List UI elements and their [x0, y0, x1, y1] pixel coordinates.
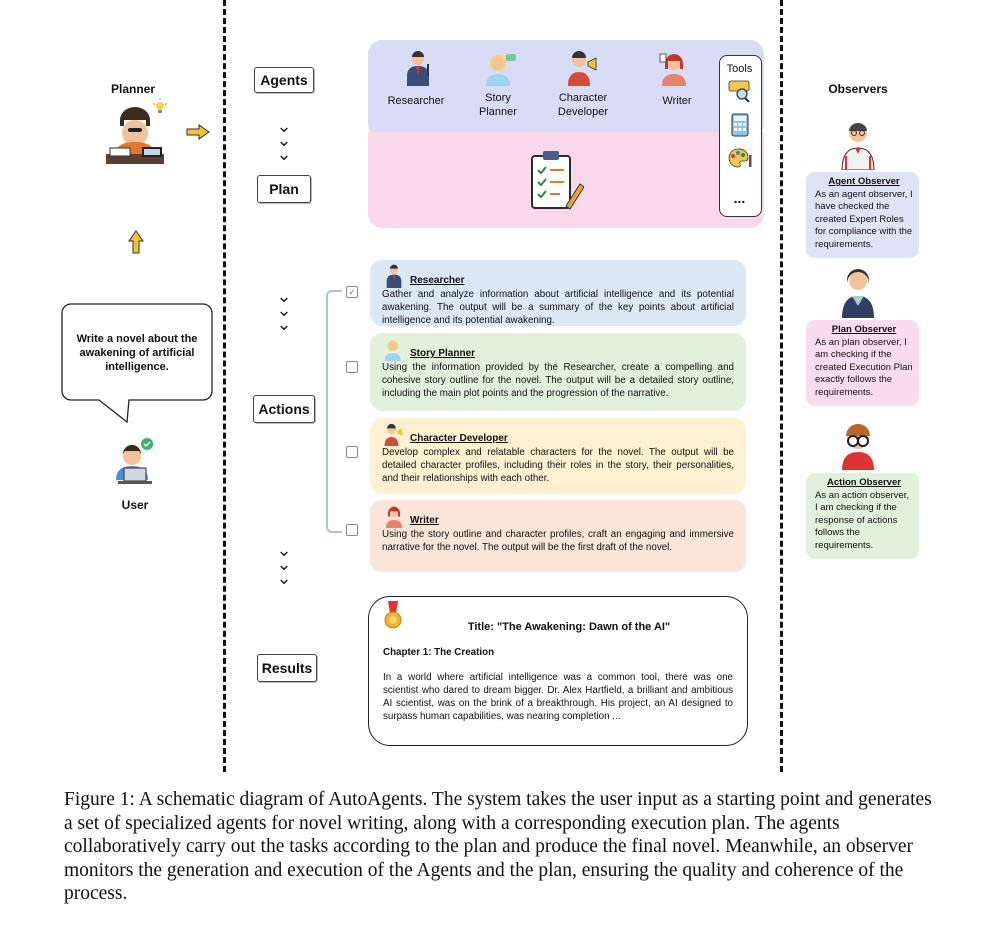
action-name: Character Developer: [410, 433, 508, 444]
result-chapter: Chapter 1: The Creation: [383, 647, 495, 658]
observer-text: As an action observer, I am checking if …: [815, 489, 909, 551]
researcher-icon: [400, 50, 436, 91]
plan-observer-icon: [838, 268, 878, 323]
action-observer-icon: [836, 420, 880, 475]
writer-icon: [386, 506, 402, 528]
action-checkbox[interactable]: [346, 446, 358, 458]
planner-icon: [100, 98, 170, 168]
result-title: Title: "The Awakening: Dawn of the AI": [467, 621, 671, 633]
action-checkbox[interactable]: ✓: [346, 286, 358, 298]
arrow-up-icon: [128, 230, 144, 259]
more-tools-icon: ...: [733, 190, 746, 206]
action-checkbox[interactable]: [346, 361, 358, 373]
story-planner-icon: [384, 340, 401, 361]
stage-actions: Actions: [253, 395, 315, 423]
action-name: Writer: [410, 515, 439, 526]
agent-researcher: Researcher: [387, 95, 445, 107]
action-text: Using the story outline and character pr…: [382, 529, 734, 553]
planner-label: Planner: [110, 82, 155, 96]
right-divider: [780, 0, 783, 772]
user-label: User: [121, 498, 149, 512]
action-bracket: [326, 290, 342, 533]
user-request-text: Write a novel about the awakening of art…: [76, 333, 198, 373]
left-divider: [223, 0, 226, 772]
action-name: Researcher: [410, 275, 465, 286]
researcher-icon: [386, 264, 402, 288]
action-text: Using the information provided by the Re…: [382, 362, 734, 399]
stage-plan: Plan: [257, 175, 311, 203]
medal-icon: [384, 601, 402, 629]
stage-results: Results: [257, 654, 317, 682]
action-card-writer: Writer Using the story outline and chara…: [370, 500, 746, 572]
story-planner-icon: [482, 50, 518, 91]
chevron-down-icon: ⌄⌄⌄: [276, 540, 292, 588]
tools-label: Tools: [726, 63, 753, 75]
chevron-down-icon: ⌄⌄⌄: [276, 286, 292, 334]
clipboard-icon: [528, 150, 585, 219]
action-checkbox[interactable]: [346, 524, 358, 536]
observer-card-action: Action Observer As an action observer, I…: [806, 473, 919, 559]
web-search-icon: [728, 80, 752, 107]
user-icon: [110, 436, 160, 488]
agents-panel: [368, 40, 764, 138]
action-card-character-developer: Character Developer Develop complex and …: [370, 418, 746, 494]
calculator-icon: [731, 113, 749, 142]
palette-icon: [727, 147, 753, 174]
action-text: Gather and analyze information about art…: [382, 289, 734, 326]
action-text: Develop complex and relatable characters…: [382, 447, 734, 484]
observer-text: As an plan observer, I am checking if th…: [815, 336, 913, 398]
action-name: Story Planner: [410, 348, 476, 359]
action-card-story-planner: Story Planner Using the information prov…: [370, 333, 746, 411]
stage-agents: Agents: [254, 67, 314, 93]
character-developer-icon: [564, 48, 602, 91]
chevron-down-icon: ⌄⌄⌄: [276, 116, 292, 164]
observers-label: Observers: [828, 82, 888, 96]
agent-observer-icon: [838, 120, 878, 175]
character-developer-icon: [384, 423, 403, 446]
arrow-right-icon: [186, 124, 210, 145]
user-request-bubble: Write a novel about the awakening of art…: [61, 303, 213, 423]
action-card-researcher: Researcher Gather and analyze informatio…: [370, 260, 746, 326]
figure-caption: Figure 1: A schematic diagram of AutoAge…: [64, 789, 932, 904]
writer-icon: [656, 50, 692, 91]
result-text: In a world where artificial intelligence…: [383, 672, 733, 722]
agent-story-planner: Story Planner: [479, 92, 517, 118]
observer-card-plan: Plan Observer As an plan observer, I am …: [806, 320, 919, 406]
observer-text: As an agent observer, I have checked the…: [815, 188, 913, 250]
agent-writer: Writer: [662, 95, 692, 107]
observer-card-agent: Agent Observer As an agent observer, I h…: [806, 172, 919, 258]
observer-title: Agent Observer: [828, 176, 900, 187]
result-card: Title: "The Awakening: Dawn of the AI" C…: [368, 596, 748, 746]
observer-title: Action Observer: [827, 477, 901, 488]
observer-title: Plan Observer: [831, 324, 897, 335]
agent-character-developer: Character Developer: [557, 92, 609, 118]
